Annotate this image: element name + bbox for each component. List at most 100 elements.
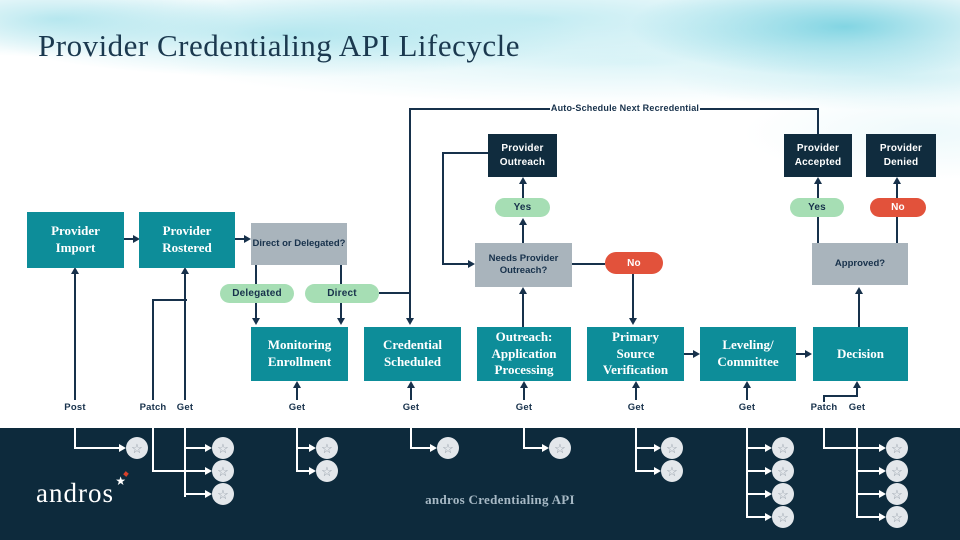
connector — [522, 225, 524, 243]
connector — [522, 293, 524, 327]
star-glyph: ☆ — [554, 440, 566, 456]
arrow-right-icon — [542, 444, 549, 452]
connector — [152, 470, 205, 472]
brand-logo: andros ★ — [36, 471, 129, 509]
endpoint-star-icon: ☆ — [886, 437, 908, 459]
arrow-right-icon — [879, 513, 886, 521]
arrow-right-icon — [879, 444, 886, 452]
branch-approved-no: No — [870, 198, 926, 217]
connector — [856, 470, 879, 472]
arrow-right-icon — [205, 467, 212, 475]
connector — [296, 470, 309, 472]
method-get-monitoring: Get — [288, 402, 306, 413]
connector — [74, 413, 76, 449]
connector — [523, 386, 525, 400]
connector — [184, 273, 186, 400]
method-get-rostered: Get — [176, 402, 194, 413]
arrow-up-icon — [855, 287, 863, 294]
endpoint-star-icon: ☆ — [772, 460, 794, 482]
method-get-psv: Get — [627, 402, 645, 413]
arrow-right-icon — [205, 490, 212, 498]
stage-provider-import: Provider Import — [27, 212, 124, 268]
arrow-down-icon — [337, 318, 345, 325]
arrow-up-icon — [893, 177, 901, 184]
connector — [522, 183, 524, 198]
arrow-right-icon — [309, 444, 316, 452]
connector — [896, 183, 898, 198]
connector — [184, 493, 205, 495]
arrow-right-icon — [693, 350, 700, 358]
arrow-right-icon — [244, 235, 251, 243]
connector — [635, 470, 654, 472]
connector — [746, 470, 765, 472]
stage-provider-rostered: Provider Rostered — [139, 212, 235, 268]
connector — [823, 413, 825, 449]
star-glyph: ☆ — [777, 440, 789, 456]
connector — [632, 274, 634, 318]
endpoint-star-icon: ☆ — [772, 437, 794, 459]
star-glyph: ☆ — [891, 440, 903, 456]
endpoint-star-icon: ☆ — [886, 483, 908, 505]
method-patch-decision: Patch — [810, 402, 838, 413]
method-get-leveling: Get — [738, 402, 756, 413]
connector — [296, 386, 298, 400]
endpoint-star-icon: ☆ — [661, 460, 683, 482]
stage-leveling-committee: Leveling/ Committee — [700, 327, 796, 381]
star-glyph: ☆ — [777, 509, 789, 525]
branch-outreach-yes: Yes — [495, 198, 550, 217]
arrow-right-icon — [654, 467, 661, 475]
connector — [124, 238, 133, 240]
method-patch-rostered: Patch — [139, 402, 167, 413]
connector — [856, 493, 879, 495]
star-glyph: ☆ — [321, 440, 333, 456]
arrow-up-icon — [181, 267, 189, 274]
decision-needs-provider-outreach: Needs Provider Outreach? — [475, 243, 572, 287]
arrow-up-icon — [519, 177, 527, 184]
arrow-right-icon — [309, 467, 316, 475]
arrow-up-icon — [814, 177, 822, 184]
endpoint-star-icon: ☆ — [126, 437, 148, 459]
connector — [746, 413, 748, 518]
stage-outreach-application-processing: Outreach: Application Processing — [477, 327, 571, 381]
arrow-down-icon — [629, 318, 637, 325]
connector — [184, 413, 186, 497]
star-glyph: ☆ — [891, 486, 903, 502]
endpoint-star-icon: ☆ — [661, 437, 683, 459]
connector — [746, 386, 748, 400]
endpoint-star-icon: ☆ — [886, 460, 908, 482]
star-glyph: ☆ — [131, 440, 143, 456]
connector — [184, 447, 205, 449]
arrow-up-icon — [520, 381, 528, 388]
decision-approved: Approved? — [812, 243, 908, 285]
connector — [235, 238, 244, 240]
footer-band — [0, 428, 960, 540]
stage-decision: Decision — [813, 327, 908, 381]
connector — [635, 413, 637, 472]
decision-direct-or-delegated: Direct or Delegated? — [251, 223, 347, 265]
connector — [635, 447, 654, 449]
branch-delegated: Delegated — [220, 284, 294, 303]
arrow-right-icon — [805, 350, 812, 358]
stage-primary-source-verification: Primary Source Verification — [587, 327, 684, 381]
event-provider-outreach: Provider Outreach — [488, 134, 557, 177]
endpoint-star-icon: ☆ — [772, 506, 794, 528]
connector — [410, 447, 430, 449]
connector — [410, 413, 412, 449]
connector — [379, 292, 410, 294]
endpoint-star-icon: ☆ — [316, 437, 338, 459]
connector — [823, 396, 825, 402]
arrow-up-icon — [293, 381, 301, 388]
connector — [296, 413, 298, 472]
arrow-right-icon — [654, 444, 661, 452]
star-glyph: ☆ — [217, 463, 229, 479]
endpoint-star-icon: ☆ — [549, 437, 571, 459]
arrow-right-icon — [879, 490, 886, 498]
connector — [296, 447, 309, 449]
arrow-right-icon — [765, 467, 772, 475]
connector — [856, 413, 858, 518]
star-glyph: ☆ — [777, 463, 789, 479]
connector — [523, 447, 542, 449]
connector — [817, 217, 819, 243]
brand-star-icon: ★ — [115, 474, 127, 488]
